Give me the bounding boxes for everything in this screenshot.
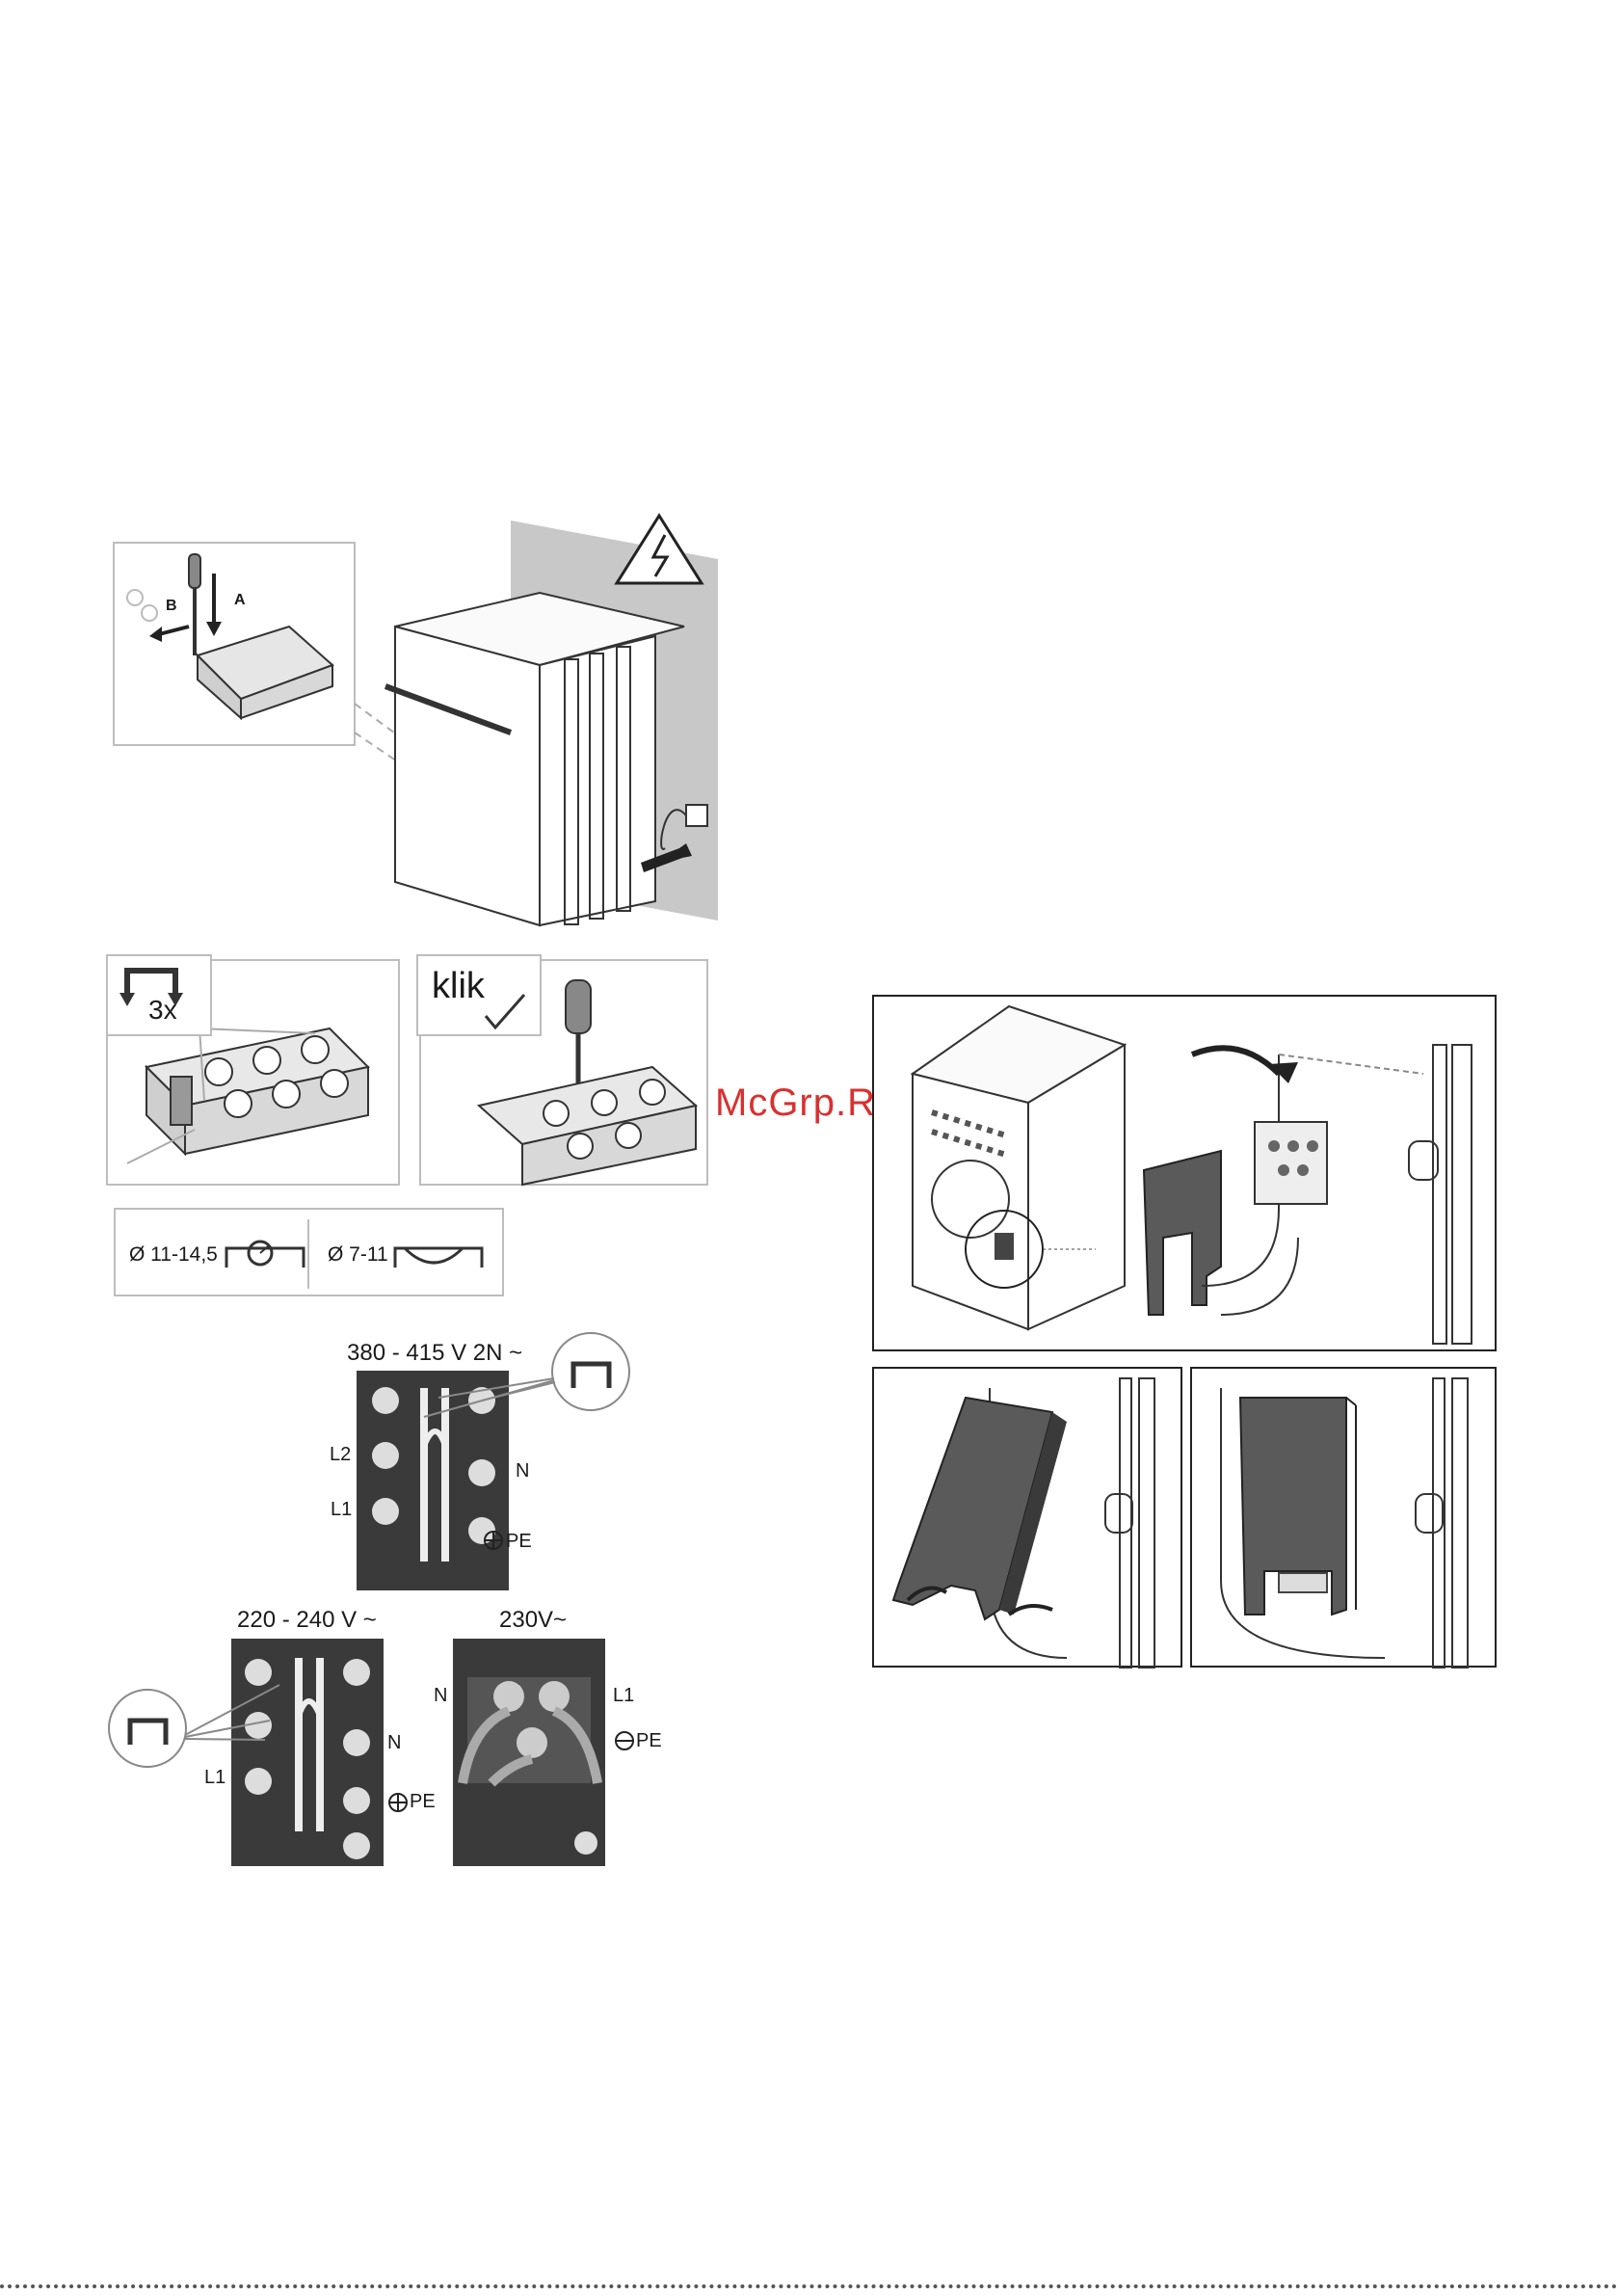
wiring-220-pe: PE [410,1791,436,1813]
wiring-380-title: 380 - 415 V 2N ~ [347,1340,522,1367]
fig-cover-tilt [872,1367,1182,1668]
wiring-380-l2: L2 [330,1444,351,1466]
wiring-380-pe: PE [506,1531,532,1553]
fig-cover-mounted [1190,1367,1497,1668]
clamp-badge: 3x [106,954,212,1036]
wiring-220-l1: L1 [204,1767,225,1789]
watermark-text: McGrp.Ru [715,1081,898,1125]
cable-clamp-icons [116,1210,506,1298]
wiring-230-pe: PE [636,1730,662,1752]
checkmark-icon [418,956,544,1038]
wiring-230-l1: L1 [613,1685,634,1707]
wiring-230-title: 230V~ [499,1607,567,1634]
wall [511,521,718,921]
marker-a-label: A [234,592,246,609]
wiring-220-title: 220 - 240 V ~ [237,1607,377,1634]
page-bottom-rule [0,2284,1618,2288]
fig-cable-diameters: Ø 11-14,5 Ø 7-11 [114,1208,504,1296]
cover-mounted-illustration [1192,1369,1499,1669]
marker-b-label: B [166,598,177,615]
fig-cover-placement [872,995,1497,1351]
click-badge: klik [416,954,542,1036]
wiring-380-n: N [516,1460,529,1482]
wiring-230-n: N [434,1685,447,1707]
cover-placement-illustration [874,997,1499,1353]
wiring-380-l1: L1 [331,1499,352,1521]
clamp-count-label: 3x [148,995,177,1026]
cover-tilt-illustration [874,1369,1184,1669]
wiring-220-n: N [387,1732,401,1754]
